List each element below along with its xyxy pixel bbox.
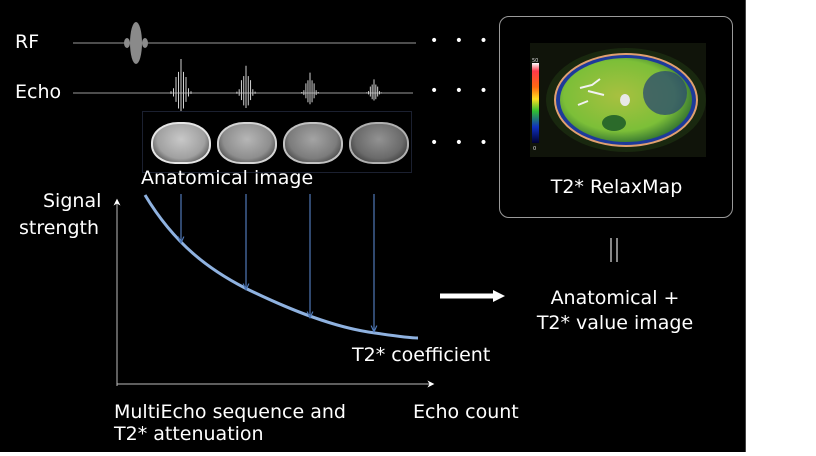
result-label-line2: T2* value image [536, 312, 694, 334]
relaxmap-title: T2* RelaxMap [550, 176, 683, 198]
curve-label: T2* coefficient [352, 344, 491, 366]
caption-line2: T2* attenuation [114, 423, 264, 445]
rf-pulse-icon [124, 22, 148, 64]
relaxmap-panel [499, 16, 733, 218]
echo-pulse-icon [301, 72, 319, 105]
anatomical-slice [349, 122, 409, 164]
anatomical-slice [217, 122, 277, 164]
anatomical-slice [283, 122, 343, 164]
echo-pulse-icon [170, 59, 192, 112]
x-axis-label: Echo count [413, 401, 519, 423]
echo-pulse-icon [236, 65, 256, 108]
result-label-line1: Anatomical + [550, 287, 680, 309]
caption-line1: MultiEcho sequence and [114, 401, 346, 423]
anatomical-image-label: Anatomical image [141, 167, 314, 189]
anatomical-image-strip [142, 111, 412, 173]
t2-decay-curve [143, 194, 419, 340]
y-axis-label-line2: strength [19, 217, 100, 239]
echo-ellipsis: • • • [430, 83, 494, 99]
y-axis-label-line1: Signal [43, 190, 102, 212]
colorbar [532, 63, 539, 143]
image-ellipsis: • • • [430, 135, 494, 151]
colorbar-max: 50 [532, 58, 538, 64]
relaxmap-svg: 50 0 [530, 43, 706, 157]
relaxmap-image: 50 0 [530, 43, 706, 157]
echo-pulses [170, 59, 382, 112]
result-arrow-head [493, 290, 505, 302]
rf-label: RF [15, 31, 40, 53]
anatomical-slice [151, 122, 211, 164]
echo-label: Echo [15, 81, 62, 103]
rf-ellipsis: • • • [430, 33, 494, 49]
echo-pulse-icon [366, 79, 382, 101]
colorbar-min: 0 [533, 146, 536, 152]
